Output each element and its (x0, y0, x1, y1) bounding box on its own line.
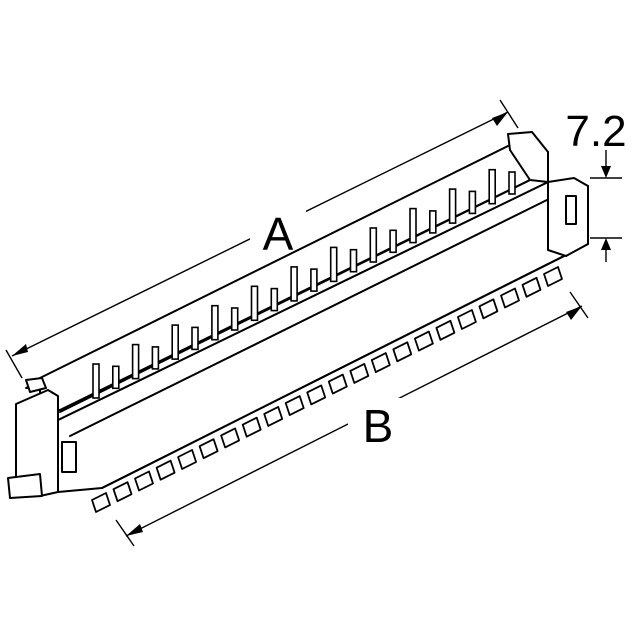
pin (151, 346, 160, 370)
pin (270, 287, 279, 312)
housing-right-post (507, 131, 549, 183)
smt-tab (263, 405, 284, 427)
pin (290, 266, 298, 302)
pin (468, 190, 477, 215)
pin (329, 246, 338, 283)
dimension-a-extension-left (5, 349, 23, 379)
dimension-b-extension-left (115, 519, 135, 547)
smt-tab (306, 384, 327, 406)
smt-tab (327, 373, 348, 395)
dimension-b: B (115, 291, 589, 547)
smt-tab (456, 309, 477, 330)
pin (428, 210, 437, 234)
dimension-height-label: 7.2 (565, 107, 626, 156)
pin (310, 268, 318, 292)
housing-left-foot (7, 473, 43, 499)
smt-tab (349, 362, 370, 384)
smt-tab (241, 416, 262, 438)
pin (488, 168, 497, 205)
pin (349, 248, 358, 273)
dimension-height-arrow-bottom (601, 238, 611, 250)
smt-tab (134, 470, 154, 492)
smt-tab (155, 459, 176, 481)
dimension-height: 7.2 (565, 107, 627, 262)
pin (448, 188, 457, 224)
smt-tab (220, 427, 241, 449)
smt-tab (543, 266, 563, 287)
pin (508, 171, 516, 195)
smt-tab (435, 319, 456, 341)
smt-tab (500, 287, 520, 309)
dimension-b-arrow-right (566, 306, 582, 320)
dimension-b-arrow-left (126, 524, 143, 536)
pin (131, 343, 140, 380)
housing-right-window (565, 195, 577, 225)
dimension-a: A (5, 99, 519, 379)
smt-tab (392, 341, 413, 363)
housing-left-window (61, 441, 77, 473)
smt-tab (284, 395, 305, 417)
dimension-a-extension-right (499, 99, 519, 129)
dimension-a-arrow-left (12, 344, 28, 356)
pin (409, 207, 417, 244)
dimension-height-arrow-top (601, 166, 611, 178)
dimension-a-label: A (263, 208, 294, 260)
pin (191, 326, 199, 351)
smt-tab (413, 330, 434, 352)
pin (250, 285, 259, 322)
housing-left-latch (25, 377, 47, 393)
dimension-b-extension-right (569, 291, 589, 319)
smt-tab (112, 481, 133, 503)
pin (389, 229, 397, 254)
pin-array (92, 168, 516, 399)
pin (369, 227, 378, 263)
smt-tab (198, 438, 219, 460)
dimension-b-label: B (363, 400, 394, 452)
tab-array (91, 266, 563, 513)
pin (92, 363, 100, 399)
smt-tab (478, 298, 499, 320)
smt-tab (177, 449, 198, 470)
dimension-a-label-bg (250, 202, 306, 258)
smt-tab (370, 352, 391, 374)
smt-tab (521, 276, 542, 298)
pin (230, 307, 239, 331)
housing-bottom-edge (101, 243, 589, 489)
connector-housing (7, 131, 589, 513)
smt-tab (91, 492, 111, 513)
pin (112, 365, 120, 390)
pin (171, 324, 179, 360)
dimension-a-arrow-right (492, 112, 508, 126)
housing-inner-ledge (69, 195, 556, 437)
pin (211, 304, 219, 341)
dimension-b-label-bg (348, 398, 406, 450)
